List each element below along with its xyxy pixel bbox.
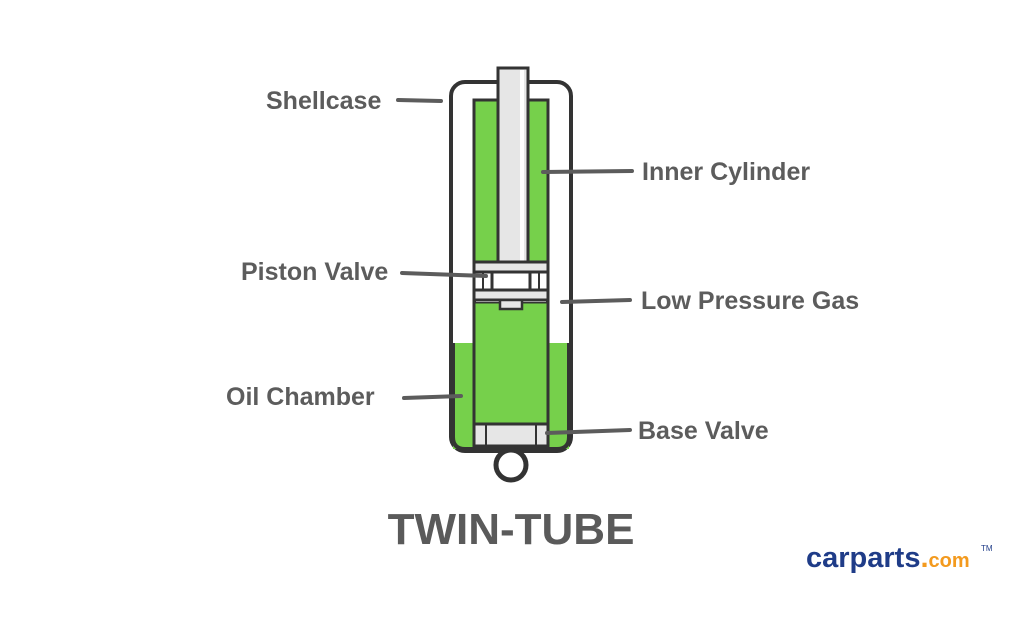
shellcase-label: Shellcase	[266, 87, 381, 115]
inner-cylinder-leader	[541, 169, 634, 174]
inner-cylinder-label: Inner Cylinder	[642, 158, 810, 186]
carparts-logo: carparts.com TM	[806, 542, 993, 574]
oil-chamber-leader	[402, 394, 463, 400]
low-pressure-gas-leader	[560, 298, 632, 304]
base-valve-label: Base Valve	[638, 417, 769, 445]
mounting-eye	[493, 447, 529, 483]
shellcase-leader	[396, 98, 443, 103]
base-valve	[472, 422, 550, 448]
piston-valve-leader	[400, 271, 488, 278]
inner-cylinder-lower	[472, 300, 550, 426]
logo-trademark: TM	[981, 544, 993, 553]
logo-wordmark: carparts.com	[806, 542, 970, 574]
piston-valve-body	[490, 270, 532, 292]
logo-dot: .	[920, 542, 928, 574]
base-valve-leader	[545, 428, 632, 435]
oil-chamber-label: Oil Chamber	[226, 383, 375, 411]
logo-brand: carparts	[806, 542, 920, 574]
piston-nut	[498, 298, 524, 311]
low-pressure-gas-label: Low Pressure Gas	[641, 287, 859, 315]
piston-valve-label: Piston Valve	[241, 258, 388, 286]
diagram-title: TWIN-TUBE	[388, 505, 635, 554]
logo-tld: com	[929, 550, 970, 572]
